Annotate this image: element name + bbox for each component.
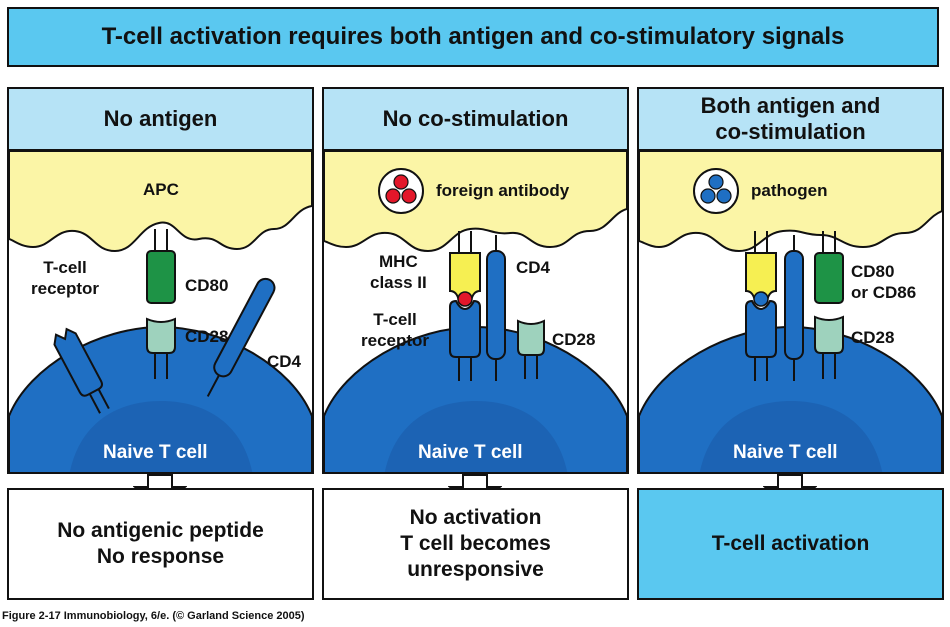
outcome-line: unresponsive — [407, 558, 544, 581]
page-title: T-cell activation requires both antigen … — [7, 7, 939, 67]
cd4-label: CD4 — [267, 352, 302, 371]
t-cell-inner — [69, 401, 253, 472]
cd4-molecule — [486, 235, 506, 381]
outcome-line: No response — [96, 545, 225, 568]
tcr-label: T-cell receptor — [361, 310, 430, 350]
cd80-label: CD80 or CD86 — [851, 262, 917, 302]
outcome-no-costimulation: No activation T cell becomes unresponsiv… — [322, 488, 629, 600]
mhc-class-ii-molecule — [449, 231, 481, 304]
panel-no-antigen: No antigen APC T-cell receptor CD80 CD28… — [7, 87, 314, 474]
figure-caption: Figure 2-17 Immunobiology, 6/e. (© Garla… — [2, 610, 305, 622]
panel-no-costimulation: No co-stimulation — [322, 87, 629, 474]
panel-heading: No co-stimulation — [324, 89, 627, 151]
peptide — [457, 291, 473, 307]
outcome-line: T cell becomes — [400, 532, 551, 555]
cd4-molecule — [206, 277, 276, 397]
apc-membrane — [324, 151, 627, 253]
tcr-label: T-cell receptor — [31, 258, 100, 298]
naive-t-cell-label: Naive T cell — [733, 442, 838, 463]
cd4-label: CD4 — [516, 258, 551, 277]
diagram-no-antigen — [9, 151, 312, 472]
apc-label: APC — [143, 180, 179, 199]
cd80-molecule — [814, 231, 844, 304]
foreign-antibody-icon — [378, 168, 424, 214]
diagram-no-costimulation — [324, 151, 627, 472]
outcome-activation: T-cell activation — [637, 488, 944, 600]
t-cell-receptor-molecule — [745, 299, 777, 381]
naive-t-cell-label: Naive T cell — [418, 442, 523, 463]
cd28-molecule — [814, 315, 844, 379]
t-cell-inner — [384, 401, 568, 472]
cd28-label: CD28 — [851, 328, 895, 347]
cd28-label: CD28 — [552, 330, 596, 349]
cd4-molecule — [784, 235, 804, 381]
pathogen-icon — [693, 168, 739, 214]
apc-membrane — [9, 151, 312, 253]
pathogen-label: pathogen — [751, 181, 828, 200]
cd28-label: CD28 — [185, 327, 229, 346]
cd28-molecule — [146, 317, 176, 379]
panel-heading: No antigen — [9, 89, 312, 151]
cd80-molecule — [146, 229, 176, 304]
naive-t-cell-label: Naive T cell — [103, 442, 208, 463]
t-cell-receptor-molecule — [53, 327, 110, 414]
apc-membrane — [639, 151, 942, 253]
cd80-label: CD80 — [185, 276, 229, 295]
outcome-no-antigen: No antigenic peptide No response — [7, 488, 314, 600]
t-cell-inner — [699, 401, 883, 472]
outcome-line: No antigenic peptide — [57, 519, 264, 542]
peptide — [753, 291, 769, 307]
outcome-line: No activation — [409, 506, 542, 529]
cd28-molecule — [517, 319, 545, 379]
diagram-both-signals — [639, 151, 942, 472]
t-cell-receptor-molecule — [449, 299, 481, 381]
panel-both-signals: Both antigen and co-stimulation — [637, 87, 944, 474]
outcome-line: T-cell activation — [711, 532, 870, 555]
mhc-label: MHC class II — [370, 252, 427, 292]
foreign-antibody-label: foreign antibody — [436, 181, 570, 200]
panel-heading: Both antigen and co-stimulation — [639, 89, 942, 151]
